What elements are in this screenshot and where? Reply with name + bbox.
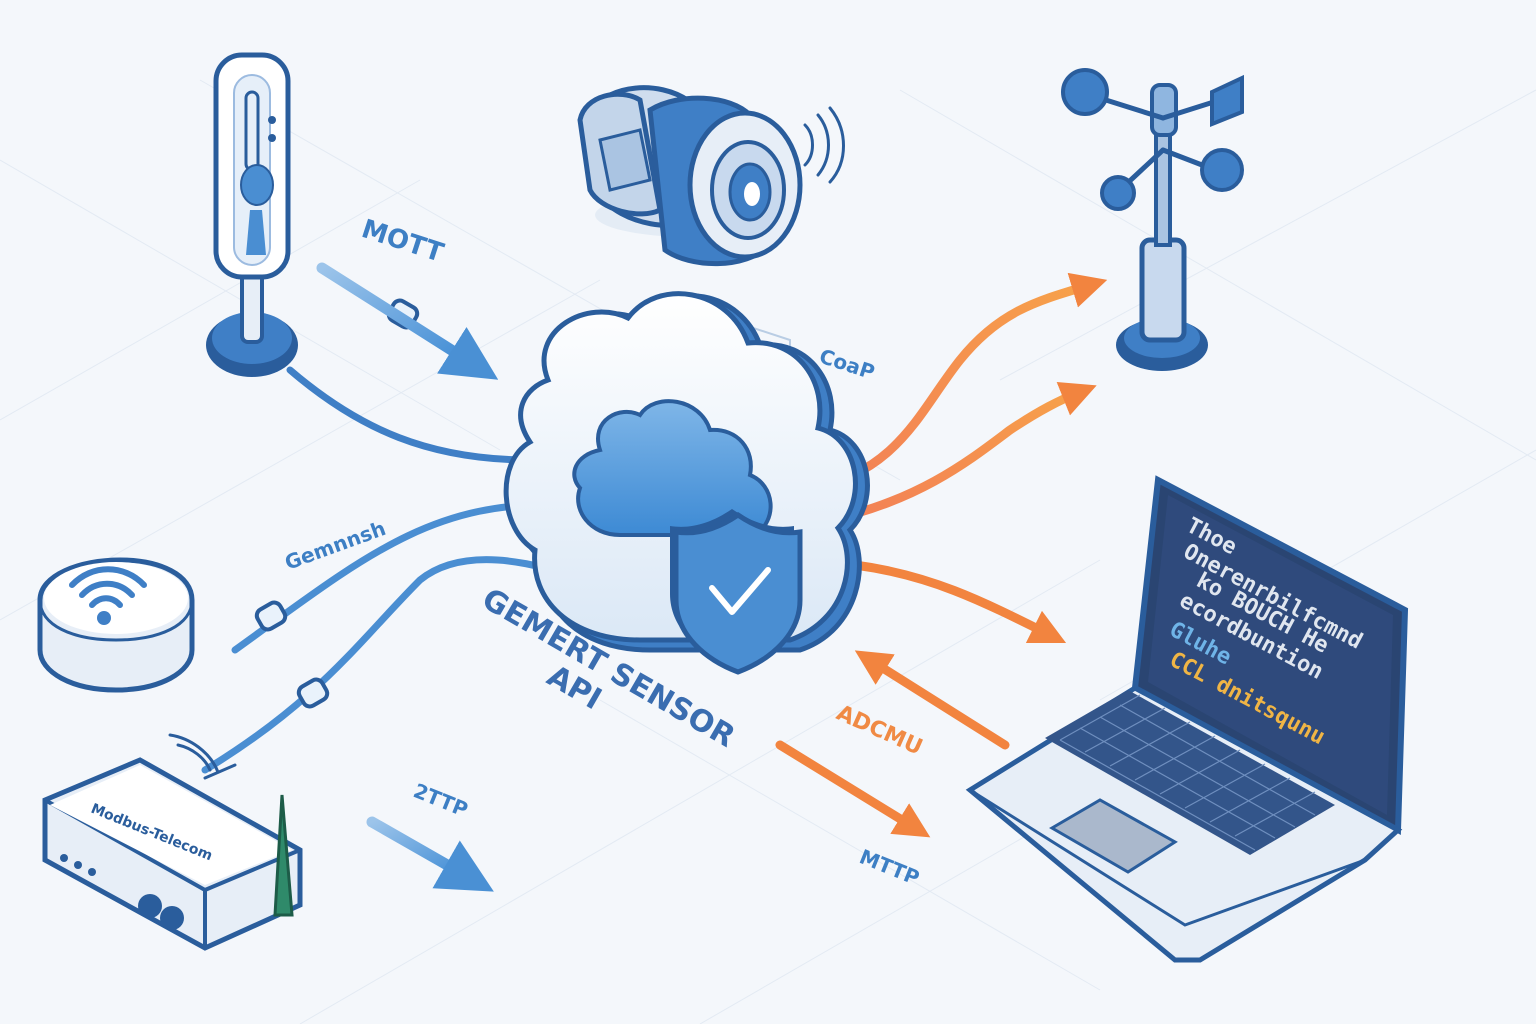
connection-thermo-cloud (286, 366, 534, 464)
modem-router-icon: Modbus-Telecom (42, 733, 303, 951)
arrow-cloud-weather-1 (805, 272, 1108, 495)
arrow-laptop-cloud (854, 650, 1010, 750)
blue-arrows (316, 262, 499, 892)
label-adcmu: ADCMU (833, 701, 926, 761)
weather-station-icon (1061, 68, 1244, 371)
arrow-2ttp (366, 816, 494, 892)
arrow-cloud-laptop (850, 560, 1067, 644)
label-mttp: MTTP (856, 844, 923, 890)
orange-arrows (775, 272, 1108, 838)
laptop-screen-text: Thoe Onerenrbilfcmnd ko BOUCH He ecordbu… (1165, 513, 1366, 750)
arrow-mqtt (316, 262, 499, 380)
laptop-icon: Thoe Onerenrbilfcmnd ko BOUCH He ecordbu… (965, 475, 1409, 963)
arrow-mttp (775, 740, 931, 838)
thermometer-sensor-icon (206, 52, 298, 377)
label-mqtt: MOTT (358, 214, 447, 269)
shield-check-icon (670, 509, 803, 675)
label-2ttp: 2TTP (410, 778, 471, 821)
keyboard-keys (1059, 694, 1316, 851)
arrow-cloud-weather-2 (825, 381, 1097, 525)
label-gemnnsh: Gemnnsh (282, 516, 389, 575)
camera-sensor-icon (577, 85, 845, 267)
wifi-hub-icon (37, 557, 195, 693)
